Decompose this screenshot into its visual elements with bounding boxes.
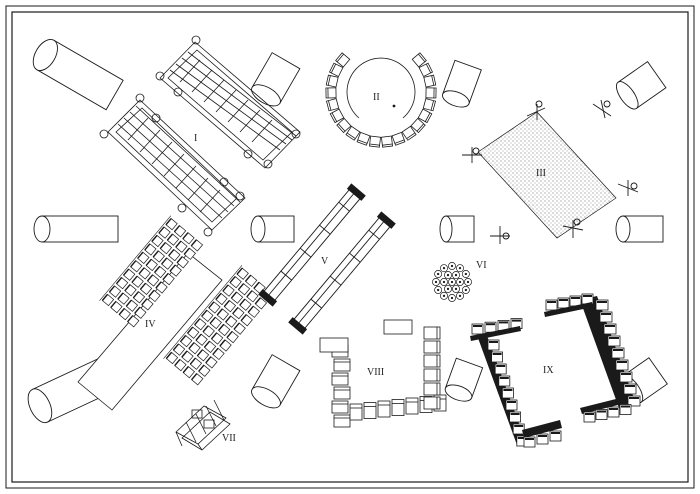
chair: [369, 135, 381, 148]
arrangement-i: [99, 35, 301, 237]
light-fixture: [250, 215, 295, 243]
light-fixture: [33, 215, 119, 243]
floor-lamp: [462, 147, 482, 163]
arrangement-v: [258, 183, 396, 335]
chair: [391, 131, 406, 146]
arrangement-i-top-arm: [155, 35, 301, 169]
label-viii: VIII: [367, 367, 384, 378]
arrangement-ii: [325, 52, 437, 148]
label-ix: IX: [543, 365, 554, 376]
label-vii: VII: [222, 433, 236, 444]
chair: [356, 131, 371, 146]
light-fixture: [444, 357, 484, 402]
label-ii: II: [373, 92, 380, 103]
floor-lamp: [526, 100, 546, 120]
floor-lamp: [490, 226, 510, 244]
light-fixture: [439, 215, 475, 243]
stippled-floor-area: [477, 111, 617, 239]
outer-border: [5, 5, 695, 489]
chair: [325, 87, 337, 99]
chair: [325, 74, 339, 88]
light-fixture: [251, 52, 301, 107]
arrangement-viii: [319, 319, 447, 428]
arrangement-iii: [462, 99, 639, 244]
arrangement-ix: [470, 293, 641, 448]
label-iii: III: [536, 168, 546, 179]
label-iv: IV: [145, 319, 156, 330]
chair: [326, 98, 340, 112]
light-fixture: [32, 39, 124, 111]
arrangement-i-left-arm: [99, 93, 246, 237]
chair: [423, 74, 437, 88]
chair: [425, 87, 437, 99]
chair: [381, 135, 393, 148]
light-fixture: [615, 215, 664, 243]
label-vi: VI: [476, 260, 487, 271]
label-v: V: [321, 256, 329, 267]
light-fixture: [615, 60, 667, 110]
floor-lamp: [592, 99, 612, 119]
arrangement-iv: [77, 215, 275, 411]
label-i: I: [194, 133, 197, 144]
table-row: [288, 211, 396, 335]
table-row: [258, 183, 366, 307]
light-fixtures: [27, 39, 668, 424]
inner-border: [11, 11, 689, 483]
arrangement-vi: [432, 262, 472, 302]
chair: [422, 98, 436, 112]
screen-panel: [77, 252, 223, 411]
floor-lamp: [562, 218, 584, 238]
light-fixture: [442, 59, 482, 108]
light-fixture: [251, 354, 301, 409]
arrangement-vii: [175, 399, 231, 451]
floor-lamp: [617, 180, 639, 196]
